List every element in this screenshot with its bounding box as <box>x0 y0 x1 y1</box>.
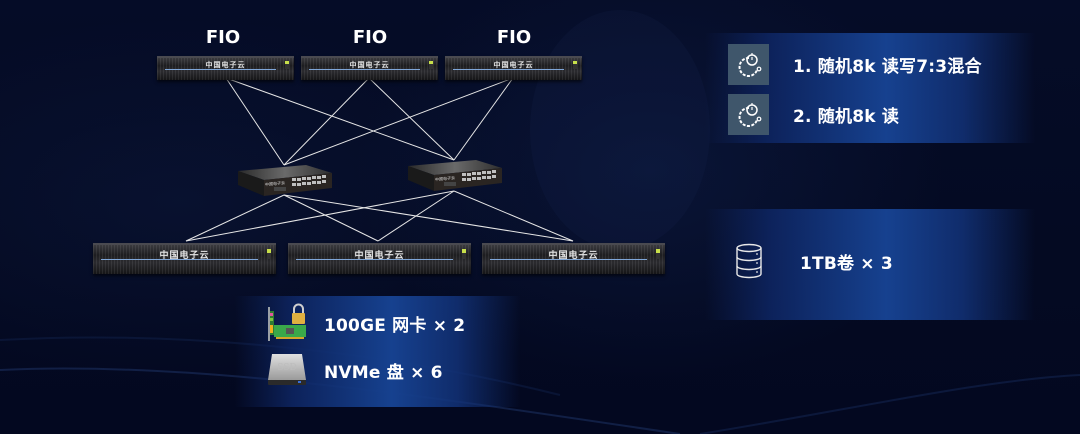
link-client3-switch2 <box>453 77 514 161</box>
status-led <box>429 61 433 69</box>
client-server: 中国电子云 <box>445 56 582 80</box>
storage-server: 中国电子云 <box>93 243 276 274</box>
server-logo: 中国电子云 <box>493 61 534 69</box>
link-switch1-storage1 <box>185 194 285 242</box>
client-label: FIO <box>352 27 388 48</box>
server-logo: 中国电子云 <box>159 251 210 261</box>
server-logo: 中国电子云 <box>205 61 246 69</box>
test-case-label: 1. 随机8k 读写7:3混合 <box>793 57 982 77</box>
server-logo: 中国电子云 <box>548 251 599 261</box>
link-switch2-storage2 <box>377 190 455 242</box>
hardware-item: SSD NVMe 盘 × 6 <box>266 352 443 388</box>
link-client1-switch2 <box>225 77 455 161</box>
test-case-item: 2. 随机8k 读 <box>728 94 899 135</box>
server-logo: 中国电子云 <box>349 61 390 69</box>
link-switch2-storage1 <box>185 190 455 242</box>
storage-server: 中国电子云 <box>482 243 665 274</box>
network-card-icon <box>268 303 306 341</box>
database-icon <box>736 243 762 279</box>
volume-panel <box>705 209 1035 320</box>
hardware-item: 100GE 网卡 × 2 <box>266 303 465 343</box>
hardware-panel <box>235 296 520 407</box>
link-client3-switch1 <box>283 77 514 166</box>
network-switch <box>408 160 502 191</box>
link-switch1-storage3 <box>283 194 574 242</box>
volume-label: 1TB卷 × 3 <box>800 253 893 274</box>
status-led <box>573 61 577 69</box>
server-light-strip <box>101 259 258 260</box>
client-server: 中国电子云 <box>157 56 294 80</box>
link-switch2-storage3 <box>453 190 574 242</box>
volume-item: 1TB卷 × 3 <box>735 243 893 279</box>
status-led <box>285 61 289 69</box>
status-led <box>267 249 271 259</box>
link-client2-switch2 <box>368 77 455 161</box>
server-light-strip <box>453 69 564 70</box>
status-led <box>462 249 466 259</box>
server-light-strip <box>309 69 420 70</box>
link-client1-switch1 <box>225 77 285 166</box>
server-light-strip <box>165 69 276 70</box>
status-led <box>656 249 660 259</box>
svg-text:SSD: SSD <box>277 363 296 373</box>
ssd-icon: SSD <box>268 354 306 385</box>
test-case-item: 1. 随机8k 读写7:3混合 <box>728 44 982 85</box>
gear-stopwatch-icon <box>728 94 769 135</box>
hardware-label: NVMe 盘 × 6 <box>324 362 443 383</box>
server-light-strip <box>490 259 647 260</box>
network-switch <box>238 165 332 196</box>
test-case-label: 2. 随机8k 读 <box>793 107 900 127</box>
client-server: 中国电子云 <box>301 56 438 80</box>
link-switch1-storage2 <box>283 194 379 242</box>
client-label: FIO <box>205 27 241 48</box>
hardware-label: 100GE 网卡 × 2 <box>324 315 466 336</box>
server-logo: 中国电子云 <box>354 251 405 261</box>
client-label: FIO <box>496 27 532 48</box>
server-light-strip <box>296 259 453 260</box>
link-client2-switch1 <box>283 77 370 166</box>
gear-stopwatch-icon <box>728 44 769 85</box>
storage-server: 中国电子云 <box>288 243 471 274</box>
